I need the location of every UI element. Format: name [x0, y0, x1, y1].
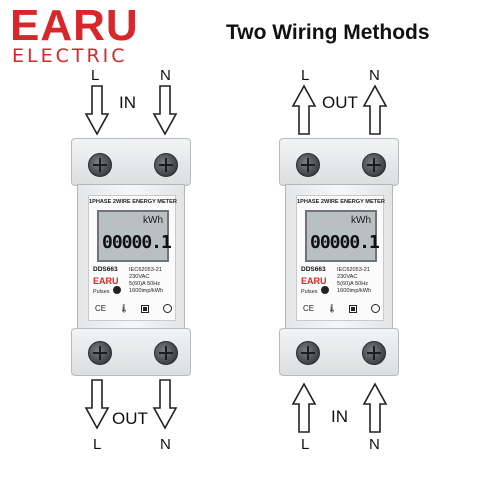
bottom-left-wire-label: L [301, 436, 310, 453]
spec-standard: IEC62053-21 [337, 267, 370, 273]
page-title: Two Wiring Methods [226, 21, 430, 44]
arrow-down-icon [152, 85, 178, 136]
lcd-display: kWh 00000.1 [305, 210, 380, 262]
pulse-led-icon [113, 286, 121, 294]
terminal-screw-icon [362, 341, 386, 365]
top-terminal-block [71, 138, 191, 186]
thermometer-icon: 🌡 [119, 304, 130, 313]
pulses-label: Pulses [93, 289, 110, 295]
terminal-screw-icon [88, 153, 112, 177]
spec-voltage: 230VAC [337, 274, 358, 280]
arrow-down-icon [84, 379, 110, 430]
brand-subtitle: ELECTRIC [12, 45, 128, 67]
top-left-wire-label: L [91, 67, 100, 84]
display-unit: kWh [143, 215, 163, 226]
spec-voltage: 230VAC [129, 274, 150, 280]
double-insulation-icon [141, 305, 149, 313]
terminal-screw-icon [296, 341, 320, 365]
meter-body: 1PHASE 2WIRE ENERGY METER kWh 00000.1 DD… [77, 184, 185, 330]
energy-meter: 1PHASE 2WIRE ENERGY METER kWh 00000.1 DD… [71, 138, 191, 376]
ce-mark: CE [303, 304, 315, 313]
bottom-right-wire-label: N [160, 436, 171, 453]
top-terminal-block [279, 138, 399, 186]
meter-body: 1PHASE 2WIRE ENERGY METER kWh 00000.1 DD… [285, 184, 393, 330]
arrow-down-icon [152, 379, 178, 430]
bottom-terminal-block [279, 328, 399, 376]
info-icon [163, 304, 172, 313]
bottom-left-wire-label: L [93, 436, 102, 453]
ce-mark: CE [95, 304, 107, 313]
meter-brand: EARU [301, 276, 327, 286]
brand-logo: EARU [10, 1, 139, 50]
bottom-right-wire-label: N [369, 436, 380, 453]
bottom-terminal-block [71, 328, 191, 376]
spec-constant: 1600imp/kWh [129, 288, 164, 294]
terminal-screw-icon [296, 153, 320, 177]
meter-brand: EARU [93, 276, 119, 286]
arrow-up-icon [362, 382, 388, 433]
top-left-wire-label: L [301, 67, 310, 84]
terminal-screw-icon [362, 153, 386, 177]
thermometer-icon: 🌡 [327, 304, 338, 313]
lcd-display: kWh 00000.1 [97, 210, 172, 262]
terminal-screw-icon [154, 153, 178, 177]
meter-faceplate: 1PHASE 2WIRE ENERGY METER kWh 00000.1 DD… [296, 195, 385, 321]
meter-faceplate: 1PHASE 2WIRE ENERGY METER kWh 00000.1 DD… [88, 195, 177, 321]
arrow-up-icon [362, 84, 388, 135]
terminal-screw-icon [154, 341, 178, 365]
display-value: 00000.1 [310, 232, 380, 253]
pulses-label: Pulses [301, 289, 318, 295]
energy-meter: 1PHASE 2WIRE ENERGY METER kWh 00000.1 DD… [279, 138, 399, 376]
meter-title: 1PHASE 2WIRE ENERGY METER [89, 199, 177, 205]
pulse-led-icon [321, 286, 329, 294]
top-right-wire-label: N [160, 67, 171, 84]
arrow-down-icon [84, 85, 110, 136]
top-direction-label: IN [119, 93, 136, 112]
spec-current: 5(60)A 50Hz [129, 281, 161, 287]
arrow-up-icon [291, 84, 317, 135]
spec-standard: IEC62053-21 [129, 267, 162, 273]
spec-current: 5(60)A 50Hz [337, 281, 369, 287]
model-number: DDS663 [301, 266, 326, 273]
info-icon [371, 304, 380, 313]
top-direction-label: OUT [322, 93, 358, 112]
double-insulation-icon [349, 305, 357, 313]
spec-constant: 1600imp/kWh [337, 288, 372, 294]
model-number: DDS663 [93, 266, 118, 273]
meter-title: 1PHASE 2WIRE ENERGY METER [297, 199, 385, 205]
terminal-screw-icon [88, 341, 112, 365]
arrow-up-icon [291, 382, 317, 433]
display-value: 00000.1 [102, 232, 172, 253]
bottom-direction-label: IN [331, 407, 348, 426]
bottom-direction-label: OUT [112, 409, 148, 428]
display-unit: kWh [351, 215, 371, 226]
top-right-wire-label: N [369, 67, 380, 84]
